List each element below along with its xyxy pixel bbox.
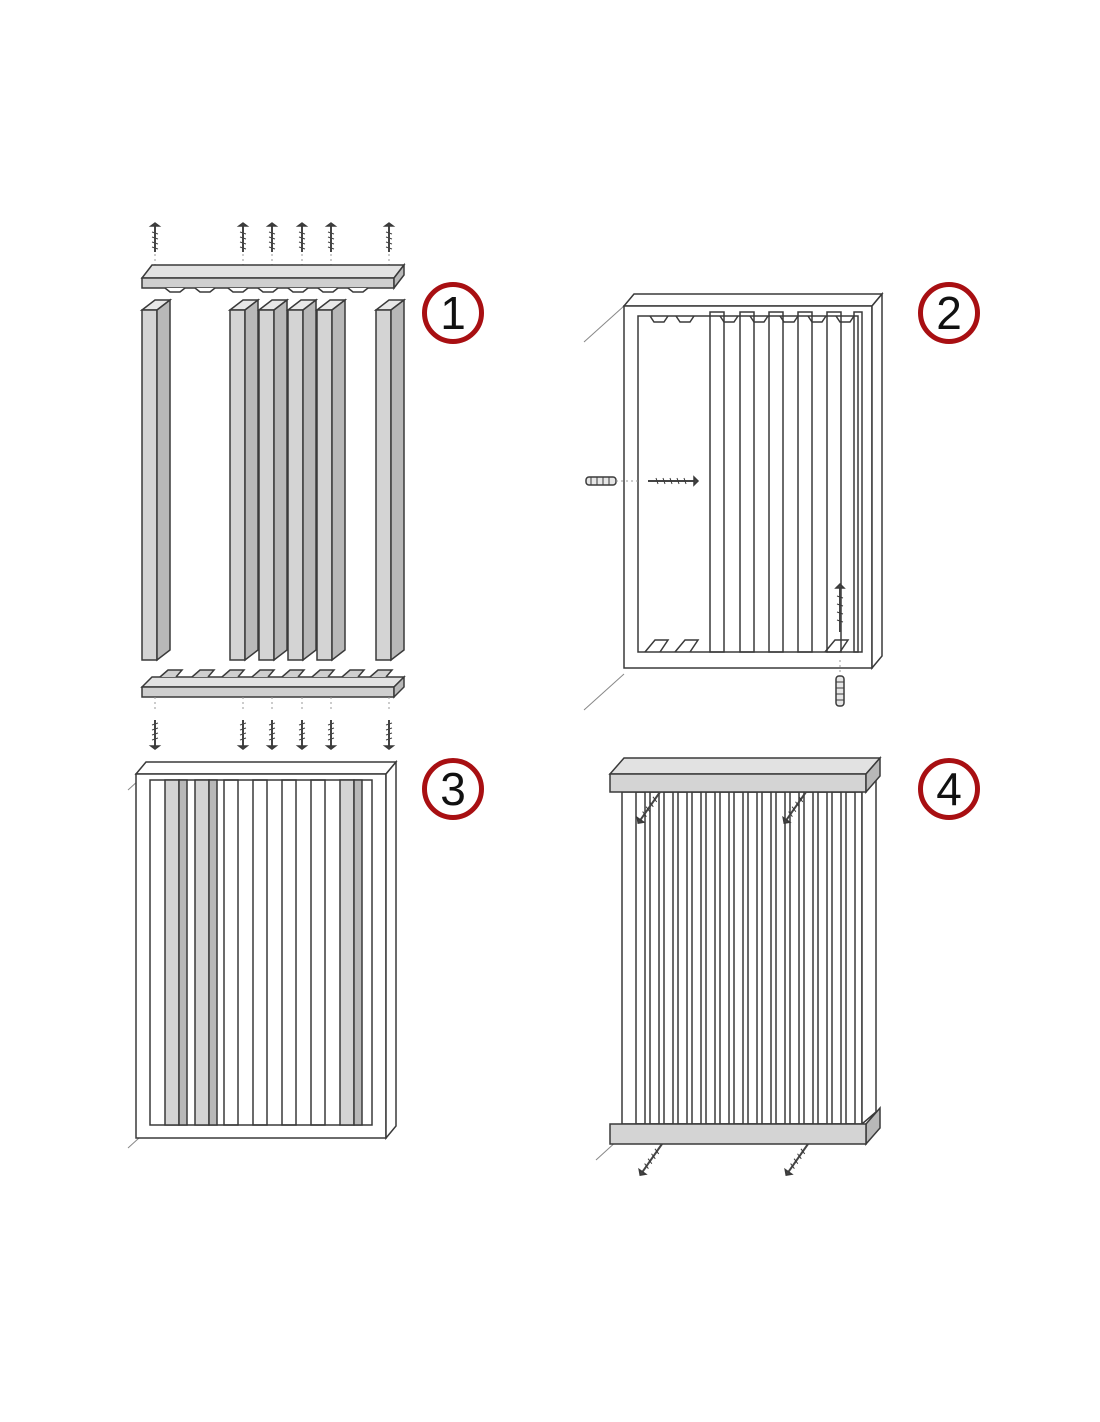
slat: [314, 298, 348, 662]
step-number-badge: 3: [422, 758, 484, 820]
step-number-badge: 4: [918, 758, 980, 820]
bottom-rail: [140, 669, 406, 699]
bottom-cover-rail: [609, 1106, 881, 1146]
step-4-diagram: [595, 756, 882, 1176]
wall-plug-icon: [835, 675, 845, 707]
step-3-diagram: [127, 759, 398, 1149]
screw-icon: [150, 222, 394, 253]
screw-icon: [636, 791, 809, 1176]
step-number: 2: [936, 287, 962, 339]
slat: [256, 298, 290, 662]
vertical-slats: [709, 311, 863, 653]
wall-plug-icon: [585, 476, 638, 486]
step-number: 3: [440, 763, 466, 815]
top-cover-rail: [608, 756, 882, 794]
screw-icon: [834, 582, 846, 632]
top-rail: [140, 262, 406, 293]
slat: [285, 298, 319, 662]
step-2-diagram: [583, 291, 884, 711]
step-number-badge: 1: [422, 282, 484, 344]
vertical-slats: [164, 779, 363, 1126]
step-number: 4: [936, 763, 962, 815]
step-number: 1: [440, 287, 466, 339]
slat: [373, 298, 407, 662]
step-1-diagram: [139, 222, 407, 750]
slat: [139, 298, 173, 662]
slat: [227, 298, 261, 662]
vertical-slats: [139, 298, 407, 662]
step-number-badge: 2: [918, 282, 980, 344]
screw-icon: [648, 475, 700, 487]
screw-icon: [150, 719, 394, 750]
